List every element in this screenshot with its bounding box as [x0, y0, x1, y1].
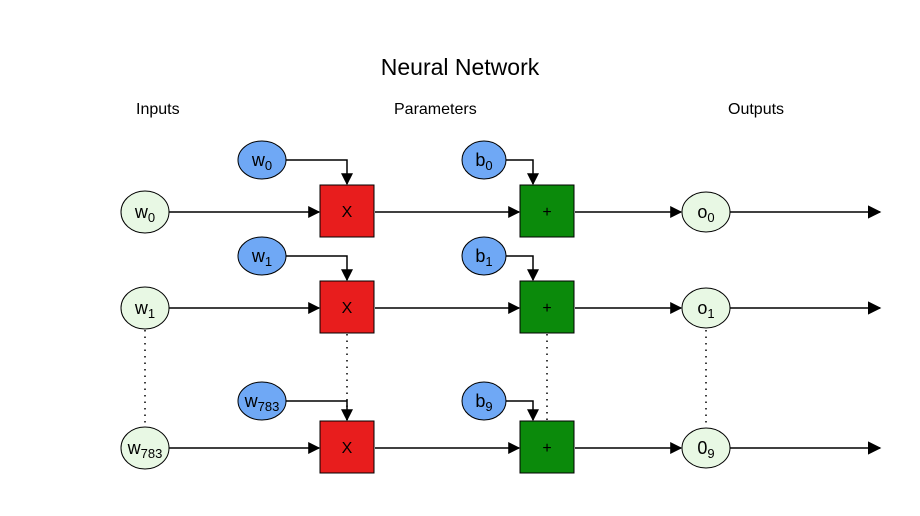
multiply-node-1: X [319, 280, 375, 334]
input-node-2: w783 [120, 426, 170, 470]
add-node-1-symbol: + [542, 300, 551, 317]
add-node-2: + [519, 420, 575, 474]
input-node-1-label: w1 [134, 298, 155, 321]
outputs-column-heading: Outputs [728, 101, 785, 118]
multiply-node-0: X [319, 184, 375, 238]
input-node-0-label: w0 [134, 202, 155, 225]
ellipsis-dots [144, 330, 707, 426]
output-node-1-label: o1 [697, 298, 714, 321]
bias-to-add-arrow-2 [506, 400, 539, 422]
multiply-node-1-shape [319, 280, 375, 334]
diagram-title: Neural Network [380, 54, 540, 80]
weight-param-node-1: w1 [237, 236, 287, 276]
multiply-node-1-symbol: X [342, 300, 353, 317]
add-node-0-symbol: + [542, 204, 551, 221]
input-node-1-shape [120, 286, 170, 330]
multiply-node-2: X [319, 420, 375, 474]
bias-param-node-2-label: b9 [475, 391, 492, 414]
output-node-2-label: 09 [697, 438, 714, 461]
weight-to-multiply-arrow-0 [286, 159, 353, 186]
output-node-2: 09 [681, 427, 731, 469]
weight-param-node-0-shape [237, 140, 287, 180]
weight-param-node-0: w0 [237, 140, 287, 180]
weight-param-node-1-shape [237, 236, 287, 276]
connectors [169, 159, 882, 455]
add-node-2-shape [519, 420, 575, 474]
bias-to-add-arrow-0 [506, 159, 539, 186]
multiply-node-2-symbol: X [342, 440, 353, 457]
input-node-1: w1 [120, 286, 170, 330]
add-node-0-shape [519, 184, 575, 238]
weight-param-node-2: w783 [237, 381, 287, 421]
multiply-node-2-shape [319, 420, 375, 474]
output-node-1-shape [681, 287, 731, 329]
bias-param-node-1: b1 [461, 236, 507, 276]
parameters-column-heading: Parameters [394, 101, 477, 118]
output-node-0: o0 [681, 191, 731, 233]
add-node-1: + [519, 280, 575, 334]
input-node-0-shape [120, 190, 170, 234]
input-node-0: w0 [120, 190, 170, 234]
output-node-0-label: o0 [697, 202, 714, 225]
bias-param-node-1-shape [461, 236, 507, 276]
input-node-2-label: w783 [127, 438, 163, 461]
multiply-node-0-shape [319, 184, 375, 238]
weight-param-node-0-label: w0 [251, 150, 272, 173]
bias-param-node-0-shape [461, 140, 507, 180]
inputs-column-heading: Inputs [136, 101, 180, 118]
bias-param-node-2-shape [461, 381, 507, 421]
output-node-1: o1 [681, 287, 731, 329]
output-node-2-shape [681, 427, 731, 469]
weight-param-node-1-label: w1 [251, 246, 272, 269]
bias-param-node-0-label: b0 [475, 150, 492, 173]
bias-param-node-1-label: b1 [475, 246, 492, 269]
add-node-2-symbol: + [542, 440, 551, 457]
add-node-1-shape [519, 280, 575, 334]
bias-param-node-2: b9 [461, 381, 507, 421]
weight-to-multiply-arrow-1 [286, 255, 353, 282]
weight-to-multiply-arrow-2 [286, 400, 353, 422]
multiply-node-0-symbol: X [342, 204, 353, 221]
weight-param-node-2-label: w783 [244, 391, 280, 414]
bias-param-node-0: b0 [461, 140, 507, 180]
bias-to-add-arrow-1 [506, 255, 539, 282]
add-node-0: + [519, 184, 575, 238]
output-node-0-shape [681, 191, 731, 233]
weight-param-node-2-shape [237, 381, 287, 421]
input-node-2-shape [120, 426, 170, 470]
